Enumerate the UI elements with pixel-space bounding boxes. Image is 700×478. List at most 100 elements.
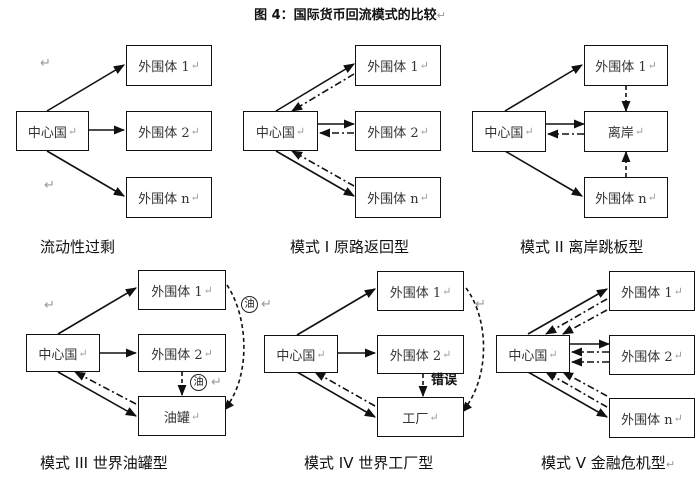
center-country-box: 中心国↵ [264,335,338,373]
return-mark: ↵ [419,124,429,138]
return-mark: ↵ [295,124,306,138]
box-label: 外围体 2 [151,347,203,363]
box-label: 中心国 [255,125,295,141]
periphery-2-box: 外围体 2↵ [126,111,212,151]
periphery-n-box: 外围体 n↵ [609,398,695,438]
box-label: 外围体 1 [595,60,647,75]
arrow-center-to-p1 [504,64,583,112]
factory-box: 工厂↵ [377,397,464,437]
return-mark: ↵ [442,284,452,298]
periphery-2-box: 外围体 2↵ [609,335,695,375]
return-mark: ↵ [673,348,683,362]
return-mark: ↵ [40,56,51,71]
arrow-p1-to-oiltank [223,284,245,411]
periphery-1-box: 外围体 1↵ [355,45,441,86]
box-label: 外围体 1 [151,284,203,300]
box-label: 外围体 2 [389,349,442,364]
return-mark: ↵ [665,458,676,471]
return-mark: ↵ [316,347,326,361]
return-mark: ↵ [261,297,272,312]
center-country-box: 中心国↵ [26,334,100,372]
center-country-box: 中心国↵ [496,335,570,373]
arrow-center-to-p1 [46,64,125,112]
return-mark: ↵ [647,59,657,72]
return-mark: ↵ [44,298,55,313]
oil-icon: 油 [241,296,258,313]
box-label: 外围体 n [595,192,647,207]
box-label: 外围体 1 [367,60,419,75]
periphery-n-box: 外围体 n↵ [584,177,668,218]
arrow-center-to-oiltank [57,371,137,417]
return-mark: ↵ [203,346,213,360]
periphery-1-box: 外围体 1↵ [138,270,226,310]
return-mark: ↵ [419,191,429,204]
return-mark: ↵ [673,411,683,425]
box-label: 中心国 [38,347,78,363]
periphery-1-box: 外围体 1↵ [609,271,695,311]
periphery-2-box: 外围体 2↵ [138,334,226,372]
arrow-center-to-pn [504,150,583,197]
panel-caption: 流动性过剩 [40,238,116,256]
return-mark: ↵ [190,124,200,138]
figure-title: 图 4：国际货币回流模式的比较↵ [0,4,700,23]
arrow-center-to-factory [296,371,376,418]
return-mark: ↵ [190,409,201,423]
return-mark: ↵ [190,59,200,72]
box-label: 中心国 [484,126,524,141]
return-mark: ↵ [442,348,452,361]
box-label: 工厂 [402,411,429,427]
periphery-n-box: 外围体 n↵ [126,177,212,218]
arrow-pn-return [291,150,355,187]
return-mark: ↵ [203,283,213,297]
return-mark: ↵ [475,297,486,312]
box-label: 离岸 [607,126,634,141]
arrow-center-to-p1 [275,63,355,112]
return-mark: ↵ [524,125,534,138]
arrow-factory-return [314,371,376,407]
arrow-p1-return [291,73,355,112]
arrow-center-to-pn [46,150,125,197]
box-label: 中心国 [276,348,316,364]
return-mark: ↵ [44,178,55,193]
arrow-pn-return-a [545,371,608,408]
panel-caption: 模式 I 原路返回型 [290,238,409,256]
return-mark: ↵ [673,284,683,298]
arrow-p1-return-a [545,298,608,335]
offshore-box: 离岸↵ [584,111,668,152]
oil-icon: 油 [190,374,207,391]
periphery-1-box: 外围体 1↵ [377,271,464,311]
panel-caption: 模式 II 离岸跳板型 [520,238,644,256]
arrow-center-to-pn [527,371,608,418]
return-mark: ↵ [634,125,645,138]
return-mark: ↵ [211,375,222,390]
arrow-center-to-pn [275,150,355,197]
box-label: 外围体 n [621,412,673,428]
periphery-1-box: 外围体 1↵ [584,45,668,86]
return-mark: ↵ [548,347,558,361]
periphery-2-box: 外围体 2↵ [377,335,464,374]
box-label: 外围体 2 [621,349,673,365]
periphery-n-box: 外围体 n↵ [355,177,441,218]
box-label: 外围体 1 [621,285,673,301]
box-label: 中心国 [27,125,67,141]
oil-tank-box: 油罐↵ [138,396,226,436]
box-label: 外围体 1 [138,60,190,75]
panel-caption-text: 模式 V 金融危机型 [541,454,666,472]
center-country-box: 中心国↵ [16,111,89,151]
return-mark: ↵ [78,346,88,360]
box-label: 中心国 [508,348,548,364]
arrow-center-to-p1 [57,287,137,335]
return-mark: ↵ [429,410,439,424]
error-text: 错误 [431,373,458,388]
box-label: 外围体 1 [389,285,442,301]
arrow-p1-to-factory [461,287,485,413]
center-country-box: 中心国↵ [243,111,318,151]
figure-title-text: 图 4：国际货币回流模式的比较 [254,8,437,23]
panel-caption: 模式 III 世界油罐型 [40,454,168,472]
panel-caption: 模式 V 金融危机型↵ [541,452,675,473]
arrow-center-to-p1 [296,288,376,336]
center-country-box: 中心国↵ [472,111,546,152]
box-label: 外围体 2 [138,125,190,141]
return-mark: ↵ [67,124,78,138]
